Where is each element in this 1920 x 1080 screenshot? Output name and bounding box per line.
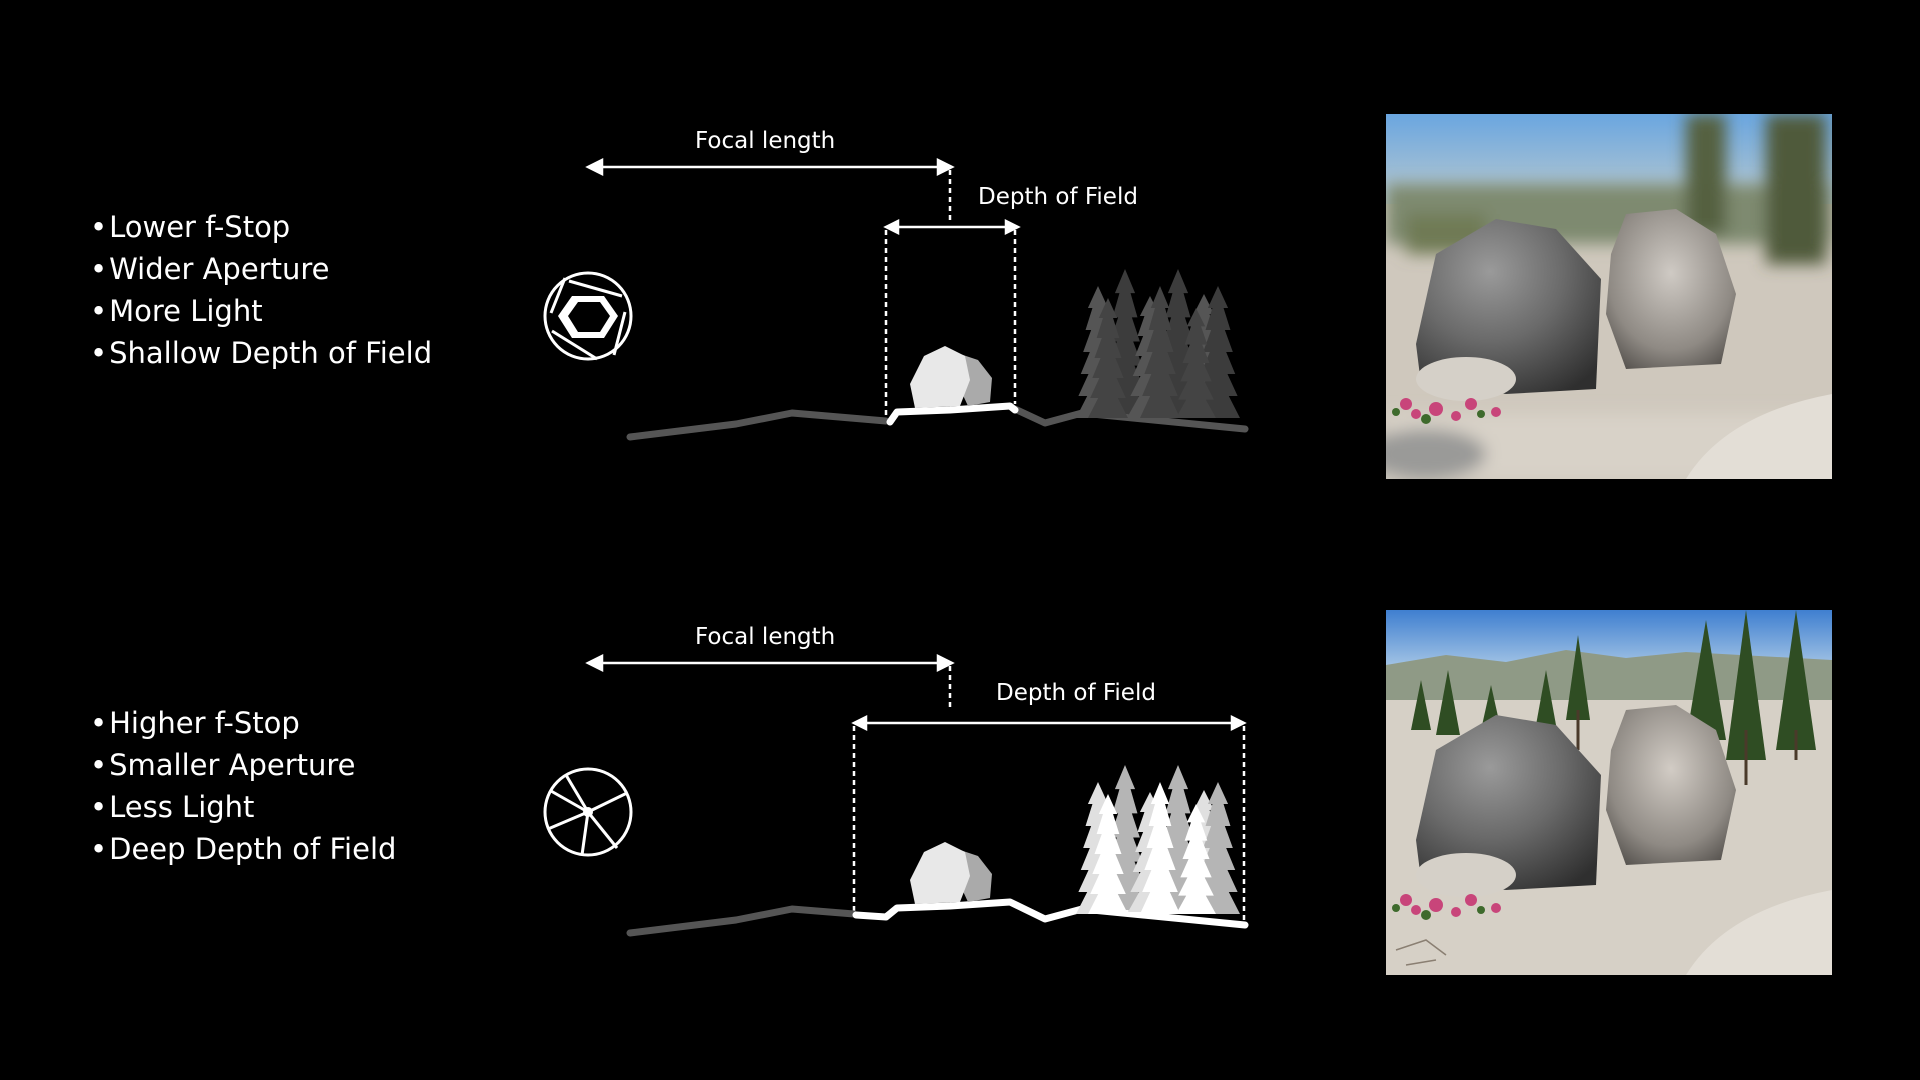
focal-length-label: Focal length bbox=[695, 624, 836, 650]
bullet-item: Higher f-Stop bbox=[90, 702, 396, 744]
tree-shape bbox=[1176, 308, 1216, 418]
bullet-item: Deep Depth of Field bbox=[90, 828, 396, 870]
tree-shape bbox=[1140, 782, 1180, 914]
photo-deep-dof bbox=[1386, 610, 1832, 975]
bullet-list: Higher f-Stop Smaller Aperture Less Ligh… bbox=[90, 702, 396, 870]
bullet-item: Smaller Aperture bbox=[90, 744, 396, 786]
tree-shape bbox=[1088, 794, 1128, 914]
ground-line bbox=[626, 898, 1249, 937]
rock-shape bbox=[910, 346, 992, 408]
dof-label: Depth of Field bbox=[978, 184, 1138, 210]
dof-label: Depth of Field bbox=[996, 680, 1156, 706]
dof-bracket bbox=[883, 218, 1021, 418]
bullet-list: Lower f-Stop Wider Aperture More Light S… bbox=[90, 206, 432, 374]
bullet-item: Shallow Depth of Field bbox=[90, 332, 432, 374]
panel-deep-dof: Higher f-Stop Smaller Aperture Less Ligh… bbox=[0, 496, 1920, 1036]
ground-line bbox=[626, 402, 1249, 441]
trees-in-focus bbox=[1076, 765, 1240, 914]
rock-shape bbox=[910, 842, 992, 904]
focal-length-arrow bbox=[585, 653, 955, 710]
tree-shape bbox=[1196, 286, 1240, 418]
dof-diagram bbox=[543, 653, 1249, 937]
bullet-item: Lower f-Stop bbox=[90, 206, 432, 248]
focal-length-label: Focal length bbox=[695, 128, 836, 154]
tree-shape bbox=[1176, 804, 1216, 914]
tree-shape bbox=[1196, 782, 1240, 914]
dof-bracket bbox=[851, 714, 1247, 921]
bullet-item: Less Light bbox=[90, 786, 396, 828]
photo-shallow-dof bbox=[1386, 114, 1832, 479]
bullet-item: Wider Aperture bbox=[90, 248, 432, 290]
focal-length-arrow bbox=[585, 157, 955, 224]
tree-shape bbox=[1140, 286, 1180, 418]
bullet-item: More Light bbox=[90, 290, 432, 332]
panel-shallow-dof: Lower f-Stop Wider Aperture More Light S… bbox=[0, 0, 1920, 540]
aperture-narrow-icon bbox=[543, 767, 633, 857]
dof-diagram bbox=[543, 157, 1249, 441]
tree-shape bbox=[1088, 298, 1128, 418]
aperture-wide-icon bbox=[543, 271, 633, 361]
trees-out-of-focus bbox=[1076, 269, 1240, 418]
